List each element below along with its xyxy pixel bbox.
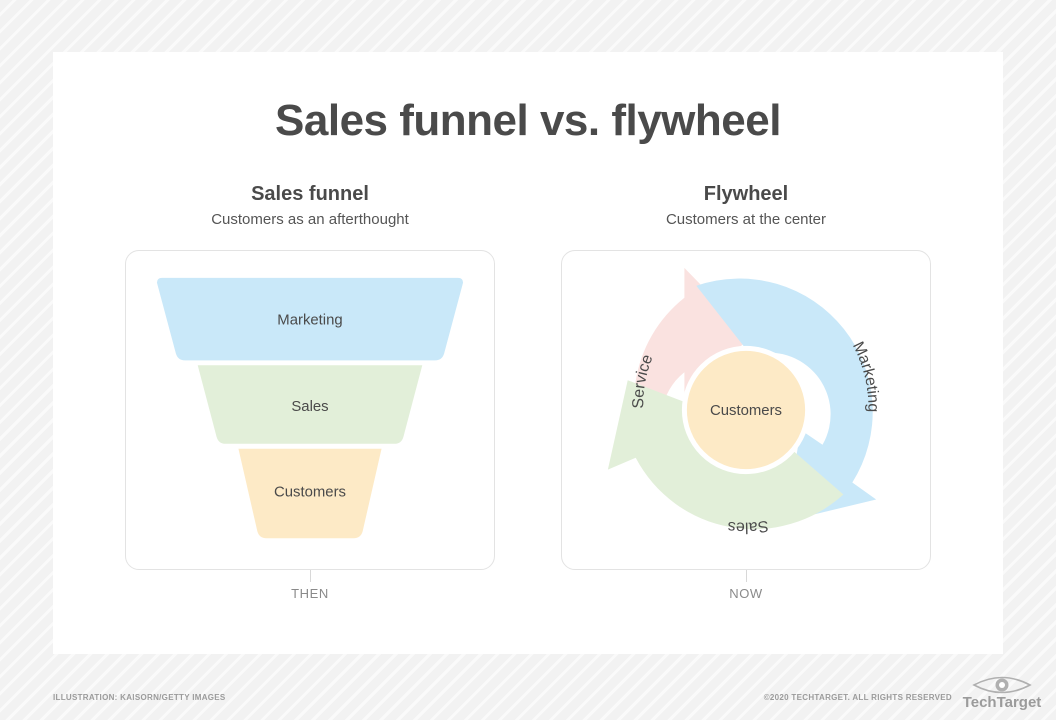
flywheel-arrow-marketing <box>696 278 877 522</box>
illustration-credit: ILLUSTRATION: KAISORN/GETTY IMAGES <box>53 693 226 702</box>
timeline-label-then: THEN <box>291 586 329 601</box>
illustration-card: Sales funnel vs. flywheel Sales funnel C… <box>53 52 1003 654</box>
funnel-segment-customers <box>238 448 382 539</box>
panel-subtitle-funnel: Customers as an afterthought <box>211 211 409 228</box>
funnel-segment-label-sales: Sales <box>291 399 328 415</box>
timeline-tick <box>746 570 747 582</box>
panel-sales-funnel: Sales funnel Customers as an afterthough… <box>95 182 525 616</box>
eye-icon <box>972 676 1032 694</box>
funnel-segment-label-marketing: Marketing <box>277 313 342 329</box>
panel-subtitle-flywheel: Customers at the center <box>665 211 827 228</box>
panel-flywheel: Flywheel Customers at the center Custome… <box>531 182 961 616</box>
panel-title-funnel: Sales funnel <box>251 183 369 205</box>
copyright-notice: ©2020 TECHTARGET. ALL RIGHTS RESERVED <box>763 693 952 702</box>
panel-title-flywheel: Flywheel <box>703 183 789 205</box>
timeline-label-now: NOW <box>729 586 763 601</box>
techtarget-wordmark: TechTarget <box>963 694 1042 711</box>
flywheel-diagram: Customers Service Marketing Sales <box>607 267 881 536</box>
flywheel-center-circle <box>681 345 811 475</box>
funnel-segment-sales <box>197 365 423 444</box>
funnel-diagram: Marketing Sales Customers <box>156 277 464 539</box>
page-title: Sales funnel vs. flywheel <box>275 96 781 145</box>
timeline-then: THEN <box>125 570 495 616</box>
flywheel-center-label: Customers <box>710 403 782 419</box>
flywheel-arrow-label-sales: Sales <box>727 517 770 536</box>
funnel-diagram-card: Marketing Sales Customers <box>125 250 495 570</box>
funnel-segment-marketing <box>156 277 464 361</box>
flywheel-arrow-service <box>634 267 751 478</box>
flywheel-diagram-card: Customers Service Marketing Sales <box>561 250 931 570</box>
funnel-segment-label-customers: Customers <box>274 484 346 500</box>
timeline-now: NOW <box>561 570 931 616</box>
timeline-tick <box>310 570 311 582</box>
flywheel-arrow-sales <box>607 380 844 530</box>
techtarget-logo: TechTarget <box>963 676 1042 711</box>
